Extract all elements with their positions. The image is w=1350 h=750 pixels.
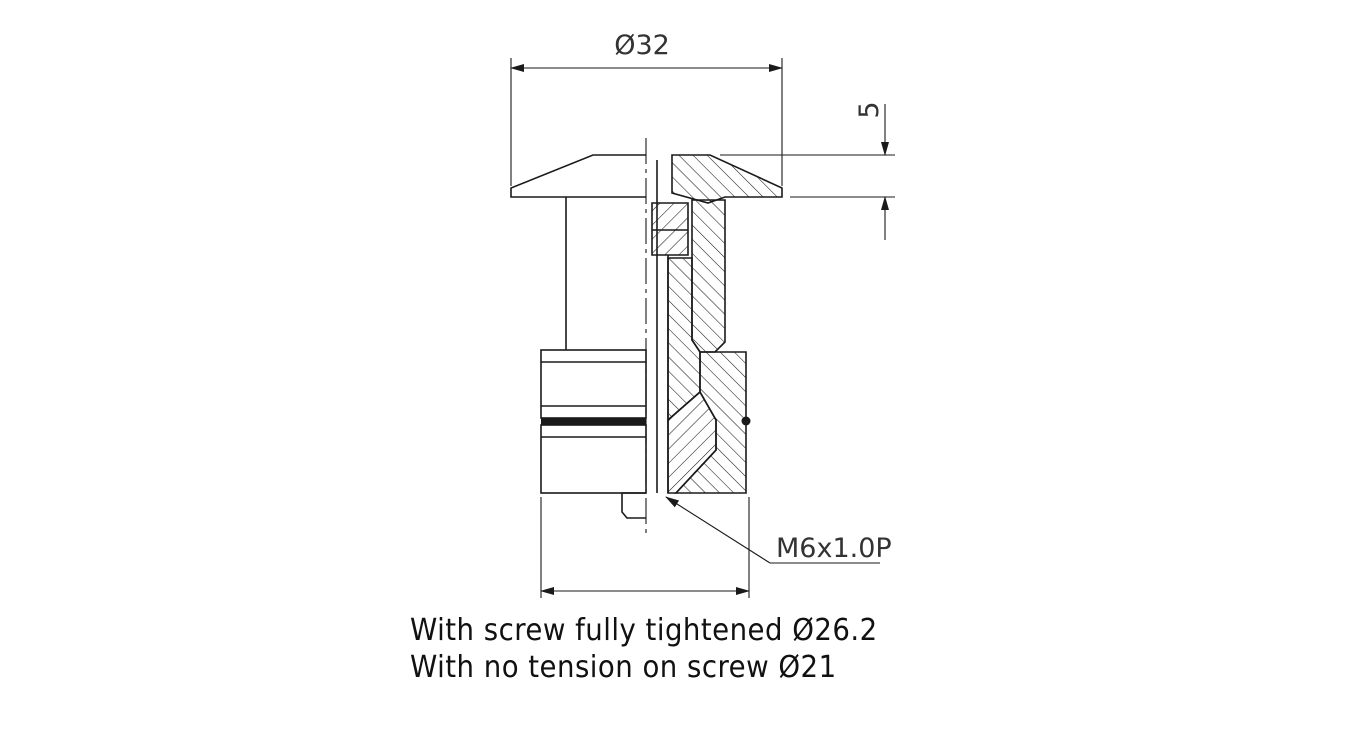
o-ring	[541, 418, 646, 425]
dimension-diameter-32: Ø32	[510, 30, 783, 186]
exterior-half-view	[510, 154, 658, 519]
dimension-bottom-diameter	[540, 497, 750, 598]
dimension-label-top-diameter: Ø32	[614, 30, 670, 61]
diameter-notes: With screw fully tightened Ø26.2 With no…	[410, 612, 878, 686]
o-ring-section	[741, 416, 751, 426]
thread-label: M6x1.0P	[776, 533, 892, 564]
dimension-flange-thickness: 5	[720, 101, 895, 240]
thread-callout: M6x1.0P	[665, 496, 892, 564]
note-tightened: With screw fully tightened Ø26.2	[410, 613, 878, 648]
dimension-label-flange-thickness: 5	[854, 101, 885, 118]
note-no-tension: With no tension on screw Ø21	[410, 650, 837, 685]
section-half-view	[651, 154, 783, 494]
